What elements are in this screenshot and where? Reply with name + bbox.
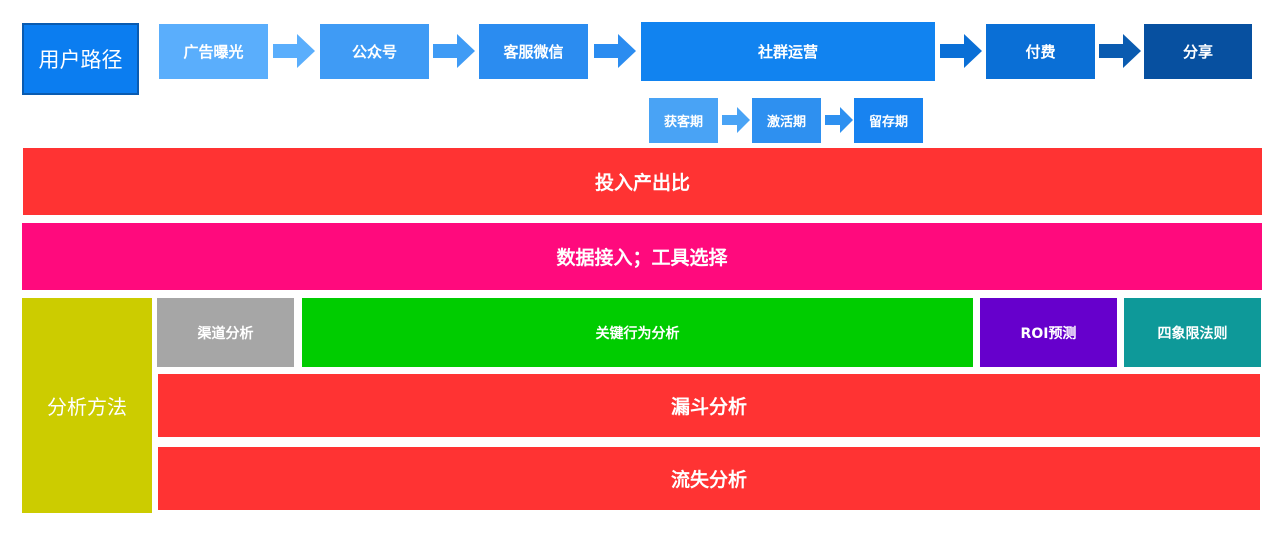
data-bar: 数据接入；工具选择 bbox=[22, 223, 1262, 290]
user-path-label: 用户路径 bbox=[22, 23, 139, 95]
churn-analysis-bar: 流失分析 bbox=[158, 447, 1260, 510]
analysis-label: 分析方法 bbox=[22, 298, 152, 513]
method-four-quadrant: 四象限法则 bbox=[1124, 298, 1261, 367]
stage-acquisition-text: 获客期 bbox=[663, 115, 703, 130]
step-share-text: 分享 bbox=[1182, 43, 1213, 61]
user-path-label-text: 用户路径 bbox=[38, 48, 123, 72]
data-bar-text: 数据接入；工具选择 bbox=[556, 247, 728, 269]
funnel-analysis-text: 漏斗分析 bbox=[670, 396, 747, 418]
stage-activation-text: 激活期 bbox=[766, 115, 806, 130]
step-payment-text: 付费 bbox=[1025, 43, 1056, 61]
stage-retention-text: 留存期 bbox=[868, 115, 908, 130]
method-roi-forecast-text: ROI预测 bbox=[1020, 325, 1077, 342]
roi-bar-text: 投入产出比 bbox=[594, 172, 690, 194]
method-roi-forecast: ROI预测 bbox=[980, 298, 1117, 367]
method-key-behavior: 关键行为分析 bbox=[302, 298, 973, 367]
step-share: 分享 bbox=[1144, 24, 1252, 79]
stage-acquisition: 获客期 bbox=[649, 98, 718, 143]
step-ad-exposure-text: 广告曝光 bbox=[183, 43, 244, 61]
step-ad-exposure: 广告曝光 bbox=[159, 24, 268, 79]
step-service-wechat: 客服微信 bbox=[479, 24, 588, 79]
method-channel-text: 渠道分析 bbox=[197, 325, 254, 342]
step-payment: 付费 bbox=[986, 24, 1095, 79]
method-channel: 渠道分析 bbox=[157, 298, 294, 367]
step-service-wechat-text: 客服微信 bbox=[503, 43, 564, 61]
step-official-account-text: 公众号 bbox=[351, 43, 397, 61]
stage-activation: 激活期 bbox=[752, 98, 821, 143]
analysis-label-text: 分析方法 bbox=[47, 395, 127, 419]
step-community-ops: 社群运营 bbox=[641, 22, 935, 81]
roi-bar: 投入产出比 bbox=[23, 148, 1262, 215]
step-community-ops-text: 社群运营 bbox=[757, 43, 818, 61]
step-official-account: 公众号 bbox=[320, 24, 429, 79]
method-four-quadrant-text: 四象限法则 bbox=[1157, 325, 1228, 342]
method-key-behavior-text: 关键行为分析 bbox=[595, 325, 680, 342]
churn-analysis-text: 流失分析 bbox=[670, 469, 747, 491]
stage-retention: 留存期 bbox=[854, 98, 923, 143]
funnel-analysis-bar: 漏斗分析 bbox=[158, 374, 1260, 437]
